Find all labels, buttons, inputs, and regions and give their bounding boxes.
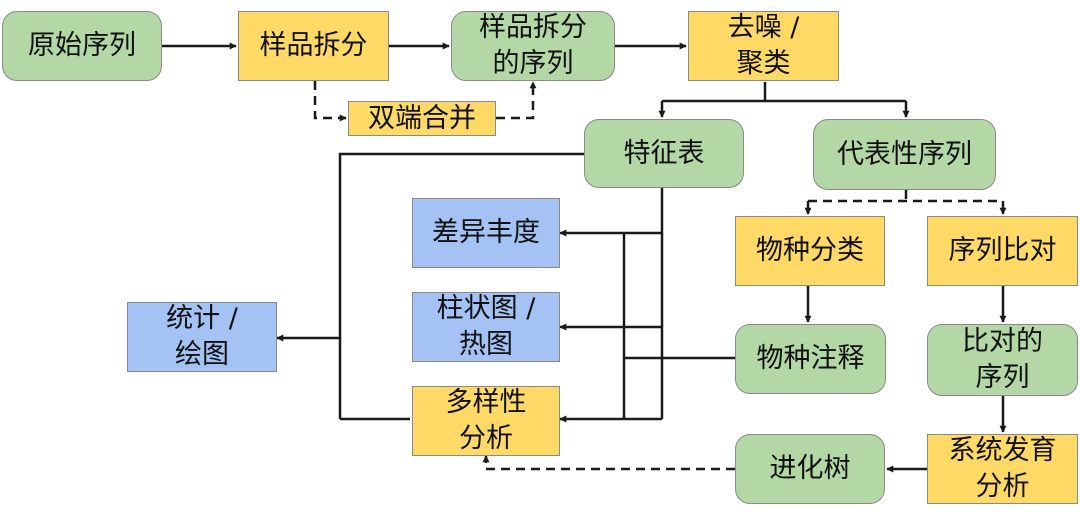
node-sequence-alignment: 序列比对 <box>927 216 1078 286</box>
node-raw-sequence: 原始序列 <box>2 11 162 81</box>
node-diversity-analysis: 多样性 分析 <box>412 386 560 456</box>
node-phylogenetic-tree: 进化树 <box>735 434 885 504</box>
node-aligned-sequences: 比对的 序列 <box>927 324 1078 396</box>
node-split-sequences: 样品拆分 的序列 <box>451 11 615 81</box>
edge-tree-diversity <box>482 455 735 471</box>
node-feature-table: 特征表 <box>584 119 744 188</box>
node-taxonomy-annotation: 物种注释 <box>735 324 886 394</box>
node-barplot-heatmap: 柱状图 / 热图 <box>412 292 560 362</box>
edge-split-merge <box>313 81 347 122</box>
node-representative-sequence: 代表性序列 <box>813 119 996 190</box>
node-sample-split: 样品拆分 <box>238 11 389 81</box>
node-denoise-cluster: 去噪 / 聚类 <box>688 11 839 81</box>
edge-merge-splitseq <box>496 81 537 120</box>
node-phylogenetic-analysis: 系统发育 分析 <box>927 434 1078 504</box>
node-taxonomy-classification: 物种分类 <box>735 216 885 286</box>
edge-feature-stat <box>276 152 584 342</box>
node-differential-abundance: 差异丰度 <box>412 198 560 268</box>
node-statistics-plotting: 统计 / 绘图 <box>127 302 277 372</box>
node-paired-merge: 双端合并 <box>348 101 496 136</box>
